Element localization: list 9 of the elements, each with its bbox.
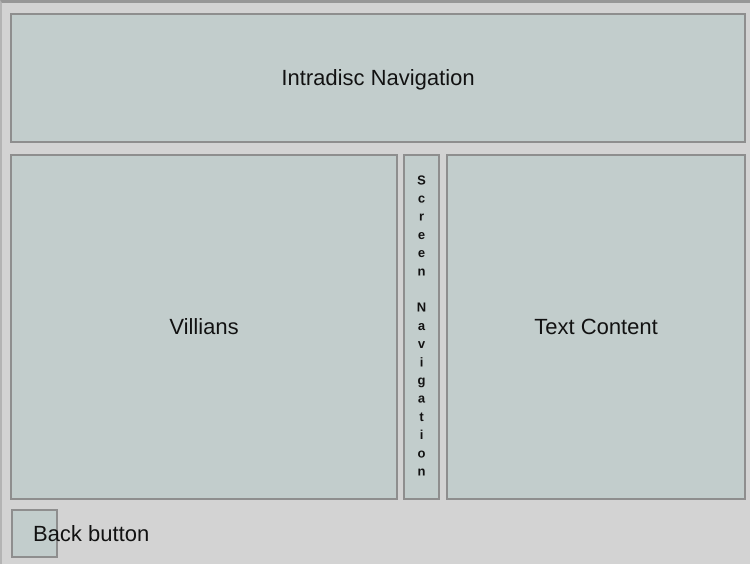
- panel-label: Villians: [169, 314, 239, 340]
- content-panel: [10, 154, 398, 500]
- panel-label: Text Content: [534, 314, 658, 340]
- button-label: Back button: [33, 520, 150, 546]
- content-panel: [446, 154, 746, 500]
- header-panel: [10, 13, 746, 143]
- panel-label: Intradisc Navigation: [281, 65, 475, 91]
- vertical-label: Screen Navigation: [414, 172, 429, 482]
- navigation-strip: [403, 154, 440, 500]
